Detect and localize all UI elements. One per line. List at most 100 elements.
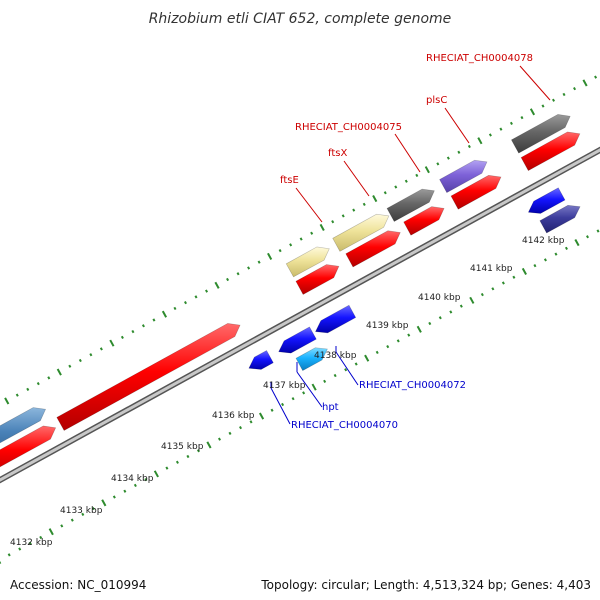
gene-label-RHECIAT_CH0004070[interactable]: RHECIAT_CH0004070 [291, 420, 398, 431]
major-tick [267, 252, 273, 260]
minor-tick [112, 495, 116, 499]
minor-tick [186, 454, 190, 459]
major-tick [319, 223, 325, 232]
minor-tick [226, 277, 230, 282]
kbp-label: 4139 kbp [366, 321, 409, 331]
gene-feature-reverse [295, 347, 328, 372]
gene-label-ftsX[interactable]: ftsX [328, 148, 347, 159]
minor-tick [331, 220, 335, 224]
genome-summary-label: Topology: circular; Length: 4,513,324 bp… [261, 578, 591, 592]
minor-tick [344, 368, 348, 372]
minor-tick [436, 162, 440, 166]
minor-tick [26, 387, 30, 392]
gene-feature-forward [386, 188, 435, 222]
minor-tick [394, 185, 398, 189]
kbp-label: 4133 kbp [60, 506, 103, 516]
kbp-label: 4135 kbp [161, 442, 204, 452]
gene-feature-forward [285, 246, 330, 278]
gene-label-ftsE[interactable]: ftsE [280, 175, 299, 186]
minor-tick [131, 329, 135, 334]
gene-feature-forward [0, 407, 47, 444]
kbp-label: 4134 kbp [111, 474, 154, 484]
minor-tick [194, 295, 198, 299]
minor-tick [573, 87, 577, 91]
accession-label: Accession: NC_010994 [10, 578, 147, 592]
minor-tick [562, 92, 566, 97]
minor-tick [7, 553, 11, 557]
minor-tick [552, 98, 556, 102]
scale-ticks [0, 75, 600, 564]
kbp-label: 4132 kbp [10, 538, 53, 548]
minor-tick [586, 235, 590, 239]
minor-tick [289, 243, 293, 247]
leader-line [270, 387, 291, 425]
major-tick [214, 281, 220, 289]
genome-backbone [0, 146, 600, 484]
minor-tick [173, 306, 177, 311]
minor-tick [375, 350, 379, 355]
minor-tick [152, 318, 156, 322]
major-tick [424, 166, 430, 174]
minor-tick [554, 252, 558, 256]
kbp-label: 4136 kbp [212, 411, 255, 421]
leader-line [394, 133, 421, 173]
leader-line [343, 160, 370, 197]
minor-tick [383, 191, 387, 195]
leader-line [335, 351, 359, 386]
gene-feature-forward [403, 206, 445, 236]
minor-tick [81, 512, 85, 516]
minor-tick [310, 231, 314, 235]
major-tick [109, 339, 115, 347]
minor-tick [236, 272, 240, 276]
minor-tick [446, 156, 450, 160]
gene-label-hpt[interactable]: hpt [322, 402, 339, 413]
major-tick [153, 470, 159, 478]
minor-tick [15, 393, 19, 397]
minor-tick [428, 321, 432, 326]
major-tick [372, 195, 378, 203]
minor-tick [302, 391, 306, 395]
minor-tick [509, 121, 513, 126]
minor-tick [299, 237, 303, 241]
minor-tick [68, 364, 72, 368]
minor-tick [352, 208, 356, 212]
minor-tick [404, 179, 408, 183]
minor-tick [520, 115, 524, 120]
gene-feature-forward [56, 323, 241, 431]
minor-tick [89, 353, 93, 357]
gene-label-plsC[interactable]: plsC [426, 95, 447, 106]
minor-tick [47, 376, 51, 380]
major-tick [521, 267, 527, 276]
minor-tick [78, 358, 82, 363]
major-tick [574, 238, 580, 247]
kbp-label: 4141 kbp [470, 264, 513, 274]
gene-feature-forward [520, 131, 581, 172]
kbp-label: 4140 kbp [418, 293, 461, 303]
label-leader-lines [270, 65, 551, 425]
minor-tick [596, 229, 600, 233]
gene-features [0, 114, 581, 468]
minor-tick [543, 258, 547, 262]
gene-feature-forward [439, 159, 488, 194]
gene-feature-reverse [278, 326, 317, 354]
gene-feature-forward [295, 264, 340, 295]
minor-tick [415, 173, 419, 178]
gene-label-RHECIAT_CH0004072[interactable]: RHECIAT_CH0004072 [359, 380, 466, 391]
minor-tick [438, 316, 442, 320]
minor-tick [323, 379, 327, 383]
minor-tick [141, 324, 145, 328]
minor-tick [341, 214, 345, 218]
minor-tick [491, 287, 495, 291]
backbone-shadow [0, 146, 600, 484]
gene-label-RHECIAT_CH0004075[interactable]: RHECIAT_CH0004075 [295, 122, 402, 133]
minor-tick [39, 535, 43, 540]
leader-line [296, 371, 323, 408]
minor-tick [333, 373, 337, 378]
minor-tick [594, 75, 598, 79]
major-tick [582, 79, 588, 87]
major-tick [48, 528, 54, 536]
minor-tick [70, 518, 74, 522]
minor-tick [257, 260, 261, 264]
gene-label-RHECIAT_CH0004078[interactable]: RHECIAT_CH0004078 [426, 53, 533, 64]
minor-tick [99, 347, 103, 351]
